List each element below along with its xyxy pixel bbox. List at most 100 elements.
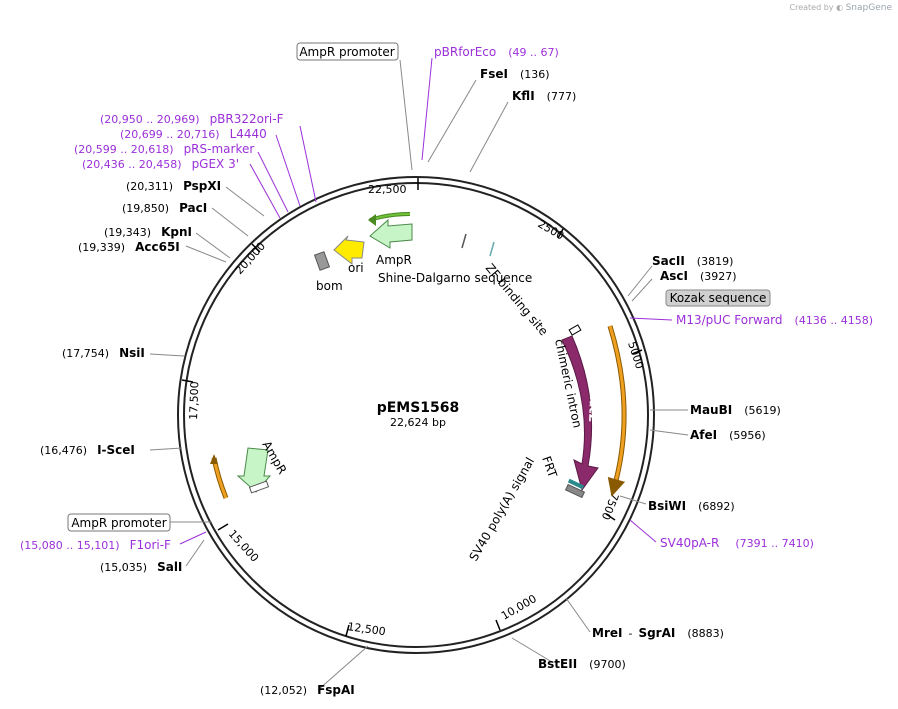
primer-sv40pa-r: SV40pA-R (7391 .. 7410) <box>660 536 814 550</box>
primer-name: F1ori-F <box>130 538 171 552</box>
primer-name: SV40pA-R <box>660 536 719 550</box>
zf-mark <box>461 233 467 249</box>
ampr-left-promoter <box>248 480 270 494</box>
enzyme-sep: - <box>628 627 632 640</box>
sv40-marker <box>564 483 586 499</box>
enzyme-pos: (8883) <box>687 627 724 640</box>
enzyme-pos: (16,476) <box>40 444 87 457</box>
leader-lines <box>149 59 689 691</box>
enzyme-pos: (5619) <box>744 404 781 417</box>
enzyme-name: I-SceI <box>97 443 135 457</box>
lacz-arrow <box>561 335 599 492</box>
enzyme-pos: (20,311) <box>126 180 173 193</box>
backbone-outer <box>177 176 655 654</box>
primer-m13-puc-forward: M13/pUC Forward (4136 .. 4158) <box>676 313 873 327</box>
primer-pos: (4136 .. 4158) <box>795 314 874 327</box>
snapgene-logo-icon: ◐ <box>836 3 844 12</box>
enzyme-name: KflI <box>512 89 535 103</box>
boxed-label-text: AmpR promoter <box>299 45 394 59</box>
orange-orf-left-head <box>210 454 218 464</box>
enzyme-name: PacI <box>179 201 207 215</box>
enzyme-name: AscI <box>660 269 688 283</box>
enzyme-pos: (19,339) <box>78 241 125 254</box>
green-orf-top-head <box>368 214 376 226</box>
enzyme-pos: (19,343) <box>104 226 151 239</box>
enzyme-sali: (15,035)SalI <box>100 560 182 574</box>
primer-pos: (7391 .. 7410) <box>735 537 814 550</box>
enzyme-pos: (17,754) <box>62 347 109 360</box>
ori-arrow <box>333 235 365 266</box>
enzyme-pspxi: (20,311) PspXI <box>126 179 221 193</box>
enzyme-pos: (19,850) <box>122 202 169 215</box>
enzyme-name: BstEII <box>538 657 577 671</box>
boxed-label-text: Kozak sequence <box>670 291 767 305</box>
credit-prefix: Created by <box>789 3 834 12</box>
primer-name: pBR322ori-F <box>210 112 284 126</box>
tick-label-15000: 15,000 <box>226 527 261 564</box>
enzyme-name: KpnI <box>161 225 192 239</box>
enzyme-pos: (5956) <box>729 429 766 442</box>
boxed-label-ampr-promoter-top: AmpR promoter <box>296 42 399 61</box>
primer-f1ori-f: (15,080 .. 15,101) F1ori-F <box>20 538 171 552</box>
enzyme-name: MreI <box>592 626 622 640</box>
enzyme-acc65i: (19,339) Acc65I <box>78 240 180 254</box>
enzyme-pos: (777) <box>547 90 577 103</box>
enzyme-labels: FseI(136) KflI (777) SacII (3819) AscI (392… <box>40 67 781 697</box>
tick-marks <box>181 178 643 637</box>
primer-pos: (15,080 .. 15,101) <box>20 539 120 552</box>
enzyme-name: Acc65I <box>135 240 180 254</box>
ampr-top-arrow <box>369 218 413 249</box>
enzyme-sacii: SacII (3819) <box>652 254 733 268</box>
enzyme-name: FspAI <box>317 683 355 697</box>
primer-name: M13/pUC Forward <box>676 313 783 327</box>
tick-label-22500: 22,500 <box>368 183 407 196</box>
primer-name: pGEX 3' <box>192 157 239 171</box>
primer-pos: (20,699 .. 20,716) <box>120 128 220 141</box>
enzyme-pos: (12,052) <box>260 684 307 697</box>
enzyme-name: SacII <box>652 254 685 268</box>
boxed-label-kozak: Kozak sequence <box>665 289 771 307</box>
enzyme-pos: (3819) <box>697 255 734 268</box>
enzyme-i-scei: (16,476) I-SceI <box>40 443 135 457</box>
credit-brand: SnapGene <box>845 3 892 13</box>
enzyme-nsii: (17,754) NsiI <box>62 346 145 360</box>
primer-l4440: (20,699 .. 20,716) L4440 <box>120 127 267 141</box>
primer-name: L4440 <box>230 127 267 141</box>
feature-sd-text: Shine-Dalgarno <box>378 271 470 285</box>
primer-name: pRS-marker <box>184 142 255 156</box>
primer-pgex-3: (20,436 .. 20,458) pGEX 3' <box>82 157 239 171</box>
feature-shapes: lacZ <box>210 212 627 499</box>
enzyme-name: PspXI <box>183 179 221 193</box>
enzyme-name: NsiI <box>119 346 145 360</box>
enzyme-name: FseI <box>480 67 508 81</box>
tick-label-2500: 2500 <box>536 217 567 242</box>
lacz-label: lacZ <box>586 396 600 422</box>
primer-labels: pBRforEco(49 .. 67) M13/pUC Forward(4136… <box>20 45 873 552</box>
enzyme-pos: (3927) <box>700 270 737 283</box>
enzyme-name: AfeI <box>690 428 717 442</box>
enzyme-asci: AscI (3927) <box>660 269 737 283</box>
enzyme-kfli: KflI (777) <box>512 89 576 103</box>
primer-name: pBRforEco <box>434 45 496 59</box>
orange-orf-right <box>607 325 626 497</box>
enzyme-name-2: SgrAI <box>638 626 675 640</box>
backbone-inner <box>183 182 649 648</box>
primer-leaders <box>179 57 673 545</box>
enzyme-fspai: (12,052) FspAI <box>260 683 355 697</box>
enzyme-fsei: FseI(136) <box>480 67 550 81</box>
primer-pos: (20,436 .. 20,458) <box>82 158 182 171</box>
feature-frt: FRT <box>539 454 560 480</box>
feature-ori: ori <box>348 261 364 275</box>
enzyme-afei: AfeI (5956) <box>690 428 766 442</box>
enzyme-name: BsiWI <box>648 499 686 513</box>
enzyme-bsteii: BstEII(9700) <box>538 657 626 671</box>
boxed-label-text: AmpR promoter <box>71 516 166 530</box>
enzyme-kpni: (19,343) KpnI <box>104 225 192 239</box>
boxed-label-ampr-promoter-left: AmpR promoter <box>67 513 171 532</box>
bom-block <box>313 251 331 271</box>
primer-pbr322ori-f: (20,950 .. 20,969) pBR322ori-F <box>100 112 284 126</box>
primer-pos: (20,950 .. 20,969) <box>100 113 200 126</box>
frt-marker <box>567 478 585 490</box>
